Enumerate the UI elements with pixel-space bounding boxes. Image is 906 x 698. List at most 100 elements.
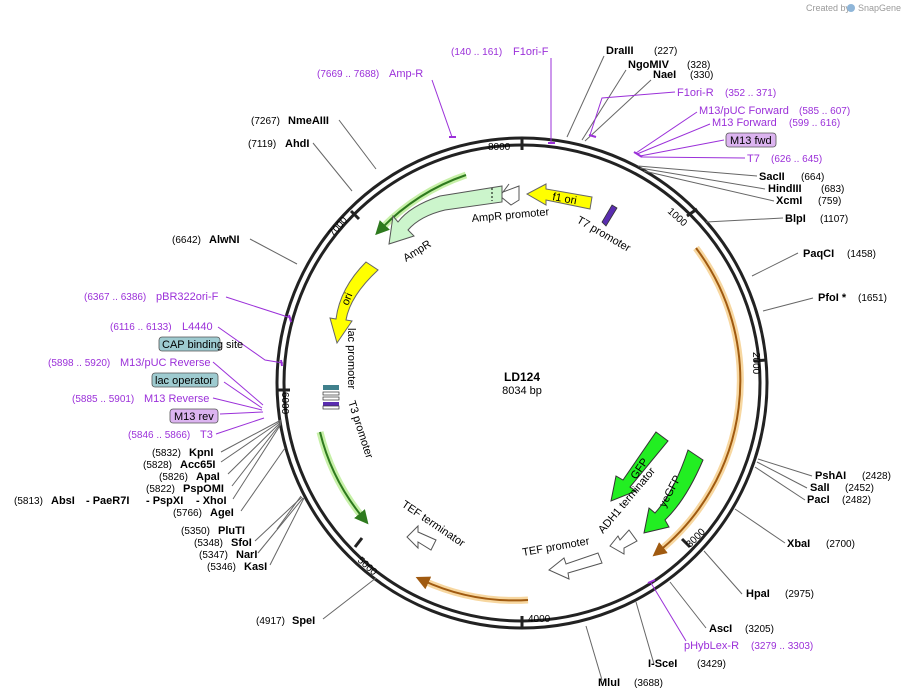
orf-arc-right [652, 247, 742, 557]
feature-arrow-ori [329, 261, 379, 345]
site-apai: ApaI [196, 471, 220, 483]
primer-f1ori-f: F1ori-F [513, 46, 549, 58]
site-apai-pos: (5826) [159, 472, 188, 483]
orf-arc-ampr [375, 174, 467, 236]
feature-label-tef-promoter: TEF promoter [521, 535, 590, 559]
primer-t3-range: (5846 .. 5866) [128, 430, 190, 441]
site-hindiii-pos: (683) [821, 184, 844, 195]
primer-t7: T7 [747, 153, 760, 165]
m13-fwd-label: M13 fwd [730, 135, 772, 147]
site-nari-pos: (5347) [199, 550, 228, 561]
site-pshai-pos: (2428) [862, 471, 891, 482]
site-leader-lines [220, 55, 814, 681]
site-naei: NaeI [653, 69, 676, 81]
cap-binding-site-box [158, 336, 221, 352]
primer-l4440-range: (6116 .. 6133) [110, 322, 172, 333]
site-sali-pos: (2452) [845, 483, 874, 494]
primer-labels: (140 .. 161) F1ori-F (7669 .. 7688) Amp-… [48, 46, 850, 652]
site-pluti: PluTI [218, 525, 245, 537]
site-i-scei-pos: (3429) [697, 659, 726, 670]
site-alwni-pos: (6642) [172, 235, 201, 246]
primer-f1ori-f-range: (140 .. 161) [451, 47, 502, 58]
site-mlui: MluI [598, 677, 620, 689]
cap-binding-site-label: CAP binding site [162, 339, 243, 351]
site-hindiii: HindIII [768, 183, 802, 195]
site-draiii-pos: (227) [654, 46, 677, 57]
primer-f1ori-r: F1ori-R [677, 87, 714, 99]
site-asci-pos: (3205) [745, 624, 774, 635]
site-sali: SalI [810, 482, 830, 494]
tick-label-8000: 8000 [488, 142, 511, 153]
site-pshai: PshAI [815, 470, 846, 482]
site-xcmi-pos: (759) [818, 196, 841, 207]
site-kasi: KasI [244, 561, 267, 573]
site-nmeaiii: NmeAIII [288, 115, 329, 127]
site-blpi: BlpI [785, 213, 806, 225]
tick-mark-5000 [353, 537, 364, 548]
feature-arrow-adh1-terminator [609, 529, 638, 555]
m13-rev-label: M13 rev [174, 411, 214, 423]
m13-rev-box [169, 408, 219, 424]
feature-label-lac-promoter: lac promoter [345, 328, 357, 389]
primer-pbr322ori-f: pBR322ori-F [156, 291, 219, 303]
tick-mark-3000 [680, 537, 692, 549]
site-agei-pos: (5766) [173, 508, 202, 519]
site-hpai: HpaI [746, 588, 770, 600]
primer-m13-puc-reverse: M13/pUC Reverse [120, 357, 210, 369]
site-paqci: PaqCI [803, 248, 834, 260]
site-pfoi-pos: (1651) [858, 293, 887, 304]
orf-arc-bottom [415, 576, 529, 602]
primer-t3: T3 [200, 429, 213, 441]
site-acc65i: Acc65I [180, 459, 215, 471]
site-nmeaiii-pos: (7267) [251, 116, 280, 127]
site-hpai-pos: (2975) [785, 589, 814, 600]
plasmid-name: LD124 [504, 370, 540, 384]
site-xbai-pos: (2700) [826, 539, 855, 550]
restriction-sites: DraIII (227) NgoMIV (328) NaeI (330) Sac… [14, 45, 891, 689]
site-pspomi-pos: (5822) [146, 484, 175, 495]
primer-m13-reverse: M13 Reverse [144, 393, 209, 405]
feature-label-f1-ori: f1 ori [551, 191, 577, 207]
tick-label-7000: 7000 [327, 215, 350, 239]
primer-pbr322ori-f-range: (6367 .. 6386) [84, 292, 146, 303]
site-sfoi-pos: (5348) [194, 538, 223, 549]
site-naei-pos: (330) [690, 70, 713, 81]
primer-leader-lines [212, 58, 746, 642]
feature-arrow-ampr [388, 185, 503, 245]
primer-t7-range: (626 .. 645) [771, 154, 822, 165]
feature-arrow-tef-promoter [548, 552, 603, 580]
site-spei: SpeI [292, 615, 315, 627]
site-acc65i-pos: (5828) [143, 460, 172, 471]
site-kpni: KpnI [189, 447, 213, 459]
feature-arrow-f1-ori [525, 183, 593, 210]
feature-label-ori: ori [340, 291, 356, 307]
primer-m13-reverse-range: (5885 .. 5901) [72, 394, 134, 405]
feature-label-t3-promoter: T3 promoter [345, 399, 375, 460]
site-xhoi: - XhoI [196, 495, 227, 507]
lac-operator-box [151, 372, 219, 388]
site-paci-pos: (2482) [842, 495, 871, 506]
feature-arrow-gfp [610, 431, 669, 502]
site-xcmi: XcmI [776, 195, 802, 207]
site-kpni-pos: (5832) [152, 448, 181, 459]
site-blpi-pos: (1107) [820, 214, 848, 225]
site-xbai: XbaI [787, 538, 810, 550]
plasmid-size: 8034 bp [502, 385, 542, 397]
site-i-scei: I-SceI [648, 658, 677, 670]
site-kasi-pos: (5346) [207, 562, 236, 573]
site-pspomi: PspOMI [183, 483, 224, 495]
tick-label-6000: 6000 [279, 392, 290, 415]
site-sacii: SacII [759, 171, 785, 183]
orf-arc-left [319, 431, 369, 525]
site-paqci-pos: (1458) [847, 249, 876, 260]
site-ngomiv-pos: (328) [687, 60, 710, 71]
site-alwni: AlwNI [209, 234, 240, 246]
orf-arcs [316, 171, 744, 604]
site-paer7i: - PaeR7I [86, 495, 129, 507]
feature-label-ampr: AmpR [401, 238, 433, 264]
lac-operator-label: lac operator [155, 375, 213, 387]
boxed-labels: M13 fwd CAP binding site lac operator M1… [151, 132, 777, 424]
primer-amp-r: Amp-R [389, 68, 423, 80]
primer-l4440: L4440 [182, 321, 213, 333]
site-ahdi: AhdI [285, 138, 309, 150]
